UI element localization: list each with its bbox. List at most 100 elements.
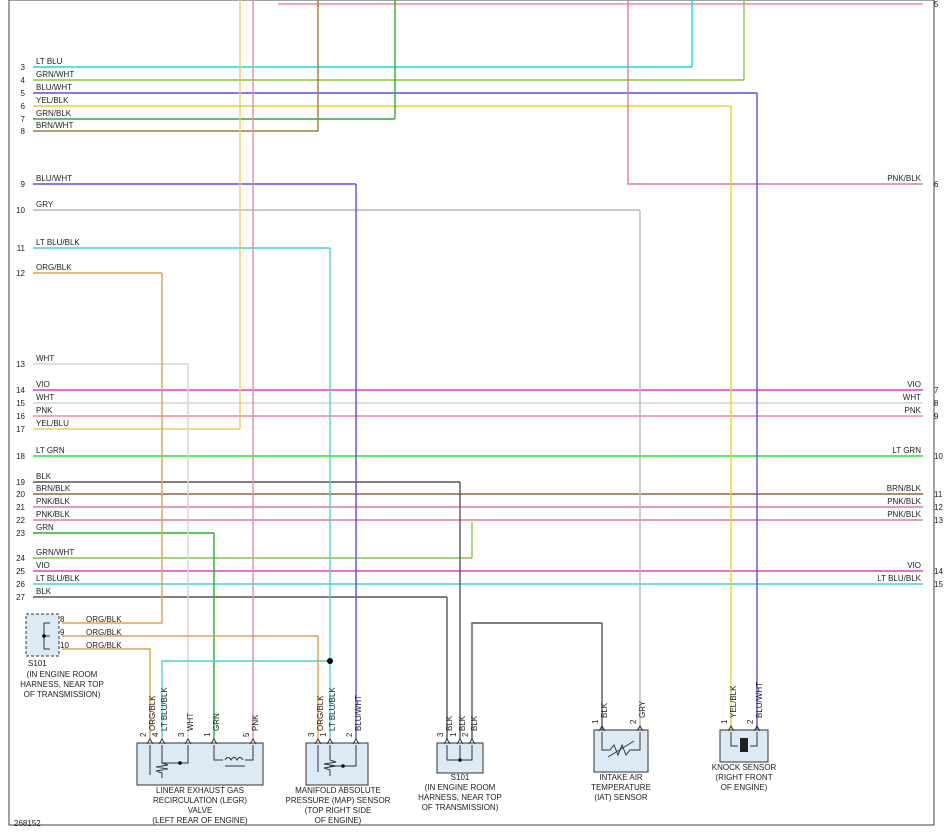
pin-num-s101b: 1 xyxy=(449,732,458,737)
pin-num-legr: 3 xyxy=(177,732,186,737)
wire-label-27: BLK xyxy=(36,587,52,596)
pin-connector xyxy=(727,725,735,732)
wire-label-7: GRN/BLK xyxy=(36,109,72,118)
splice-s101-box xyxy=(25,613,60,657)
iat-internal xyxy=(601,732,641,758)
splice-s101-name: S101 xyxy=(28,659,47,668)
component-name-s101b: HARNESS, NEAR TOP xyxy=(418,793,502,802)
pin-num-legr: 1 xyxy=(203,732,212,737)
component-name-s101b: (IN ENGINE ROOM xyxy=(425,783,496,792)
wire-num-21: 21 xyxy=(16,503,25,512)
wire-num-15: 15 xyxy=(16,399,25,408)
pin-num-legr: 4 xyxy=(151,732,160,737)
right-wire-label-14: VIO xyxy=(907,561,921,570)
legr-internal xyxy=(149,745,254,778)
component-legr xyxy=(136,742,264,786)
splice-s101-pin-label: ORG/BLK xyxy=(86,615,122,624)
right-wire-num-12: 12 xyxy=(934,503,943,512)
wire-label-4: GRN/WHT xyxy=(36,70,74,79)
wire-label-10: GRY xyxy=(36,200,54,209)
wire-num-27: 27 xyxy=(16,593,25,602)
pin-num-knock: 2 xyxy=(746,719,755,724)
component-name-iat: TEMPERATURE xyxy=(591,783,651,792)
pin-num-knock: 1 xyxy=(720,719,729,724)
wire-num-13: 13 xyxy=(16,360,25,369)
wire-label-25: VIO xyxy=(36,561,50,570)
wire-num-3: 3 xyxy=(21,63,26,72)
pin-connector xyxy=(210,738,218,745)
knock-internal xyxy=(730,732,758,747)
wire-num-5: 5 xyxy=(21,89,26,98)
splice-s101-desc: OF TRANSMISSION) xyxy=(24,690,101,699)
pin-label-s101b: BLK xyxy=(458,715,467,731)
right-wire-num-10: 10 xyxy=(934,452,943,461)
pin-num-legr: 2 xyxy=(139,732,148,737)
pin-num-s101b: 2 xyxy=(461,732,470,737)
wire-label-5: BLU/WHT xyxy=(36,83,72,92)
diagram-border xyxy=(8,0,935,826)
wire-label-18: LT GRN xyxy=(36,446,65,455)
right-wire-num-13: 13 xyxy=(934,516,943,525)
splice-s101-pin-8: 8 xyxy=(60,615,65,624)
wire-label-22: PNK/BLK xyxy=(36,510,70,519)
legr-coil xyxy=(224,757,245,767)
pin-label-iat: GRY xyxy=(638,700,647,718)
right-wire-label-13: PNK/BLK xyxy=(887,510,921,519)
splice-s101-bus xyxy=(43,623,50,650)
component-map xyxy=(305,742,369,786)
right-wire-num-6: 6 xyxy=(934,180,939,189)
pin-label-map: BLU/WHT xyxy=(354,695,363,731)
component-name-iat: INTAKE AIR xyxy=(599,773,643,782)
wire-label-13: WHT xyxy=(36,354,54,363)
splice-s101-pin-label: ORG/BLK xyxy=(86,628,122,637)
wire-label-11: LT BLU/BLK xyxy=(36,238,80,247)
component-name-s101b: S101 xyxy=(451,773,470,782)
wire-label-21: PNK/BLK xyxy=(36,497,70,506)
component-layer xyxy=(25,613,769,786)
component-name-map: MANIFOLD ABSOLUTE xyxy=(295,786,381,795)
branch-ltbluBlk xyxy=(161,660,330,740)
pin-connector xyxy=(443,738,451,745)
s101b-dash xyxy=(436,742,484,774)
right-wire-num-9: 9 xyxy=(934,412,939,421)
component-name-knock: (RIGHT FRONT xyxy=(715,773,772,782)
pin-connector xyxy=(314,738,322,745)
pin-num-legr: 5 xyxy=(242,732,251,737)
pin-connector xyxy=(352,738,360,745)
right-wire-label-15: LT BLU/BLK xyxy=(877,574,921,583)
pin-connector xyxy=(326,738,334,745)
wire-num-8: 8 xyxy=(21,127,26,136)
pin-num-iat: 2 xyxy=(629,719,638,724)
wire-num-16: 16 xyxy=(16,412,25,421)
vert-orgblk xyxy=(62,273,163,624)
pin-connector xyxy=(468,738,476,745)
right-wire-label-7: VIO xyxy=(907,380,921,389)
right-wire-label-10: LT GRN xyxy=(892,446,921,455)
wire-label-8: BRN/WHT xyxy=(36,121,73,130)
right-wire-label-12: PNK/BLK xyxy=(887,497,921,506)
pin-label-s101b: BLK xyxy=(470,715,479,731)
component-name-iat: (IAT) SENSOR xyxy=(594,793,647,802)
wire-label-19: BLK xyxy=(36,472,52,481)
component-name-s101b: OF TRANSMISSION) xyxy=(422,803,499,812)
wire-num-12: 12 xyxy=(16,269,25,278)
splice-s101-desc: (IN ENGINE ROOM xyxy=(27,670,98,679)
pin-label-map: ORG/BLK xyxy=(316,695,325,731)
splice-s101-pin-label: ORG/BLK xyxy=(86,641,122,650)
right-wire-label-8: WHT xyxy=(903,393,921,402)
pin-connector xyxy=(184,738,192,745)
pin-label-iat: BLK xyxy=(600,702,609,718)
wire-num-6: 6 xyxy=(21,102,26,111)
right-wire-label-9: PNK xyxy=(905,406,922,415)
wire-label-26: LT BLU/BLK xyxy=(36,574,80,583)
wire-num-18: 18 xyxy=(16,452,25,461)
pin-num-map: 1 xyxy=(319,732,328,737)
wire-layer xyxy=(33,0,923,740)
wire-label-24: GRN/WHT xyxy=(36,548,74,557)
wire-label-16: PNK xyxy=(36,406,53,415)
component-name-knock: OF ENGINE) xyxy=(721,783,768,792)
pin-num-map: 3 xyxy=(307,732,316,737)
pin-label-knock: BLU/WHT xyxy=(755,682,764,718)
